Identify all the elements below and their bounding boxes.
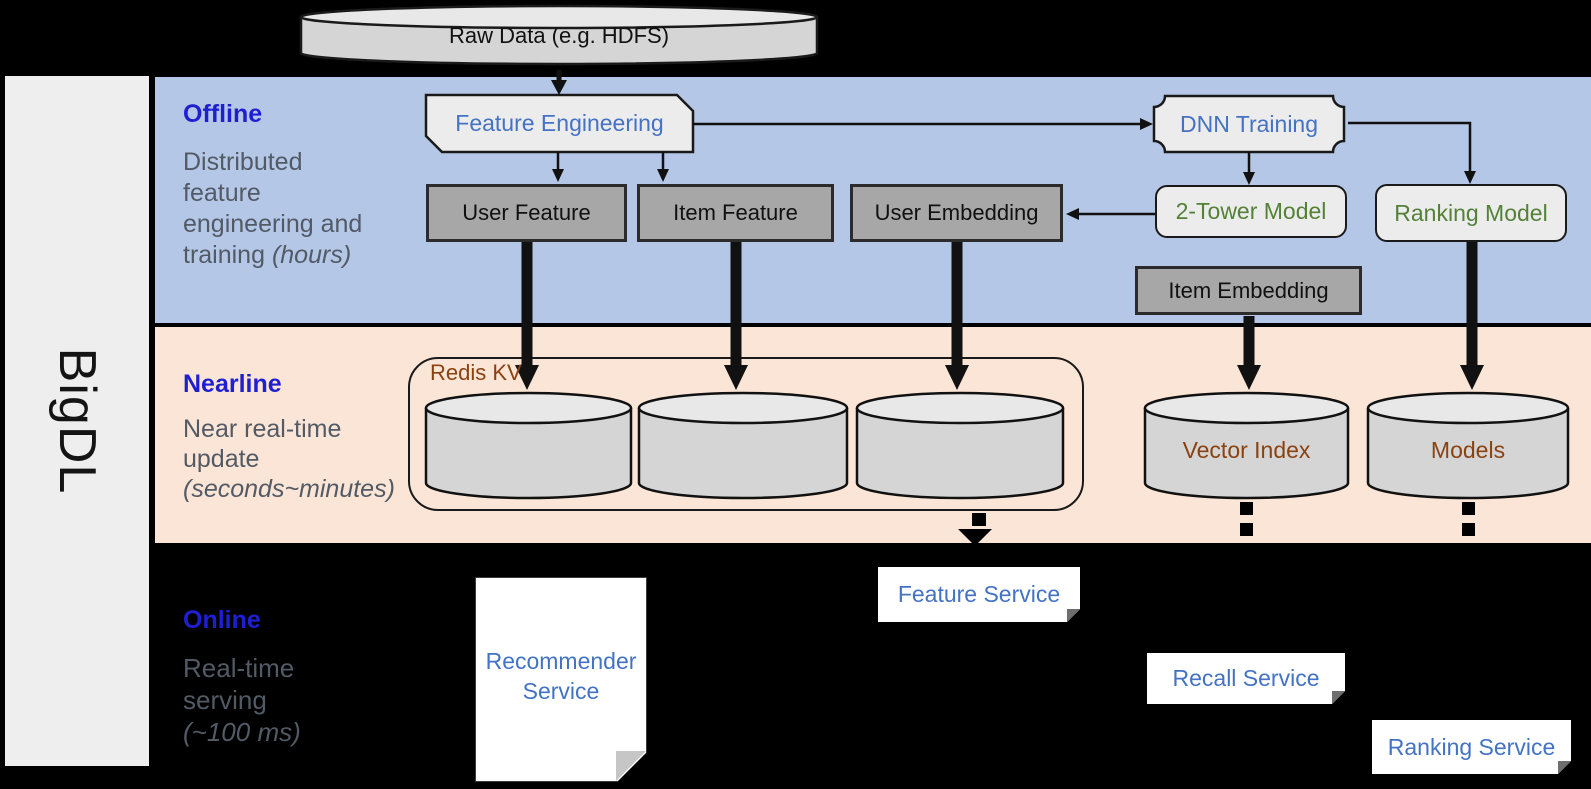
- models-cylinder: [1366, 391, 1570, 500]
- online-desc-line1: Real-time: [183, 653, 295, 683]
- recommender-service-line2: Service: [522, 678, 600, 704]
- dnn-training-label: DNN Training: [1179, 110, 1319, 137]
- nearline-description: Near real-time update (seconds~minutes): [183, 414, 395, 504]
- vector-index-label: Vector Index: [1182, 436, 1311, 463]
- thin-arrows: [551, 70, 1476, 220]
- offline-desc-line4-italic: (hours): [271, 241, 352, 269]
- online-description: Real-time serving (~100 ms): [183, 652, 301, 748]
- raw-data-cylinder-icon: [299, 4, 819, 66]
- offline-desc-line4-normal: training: [183, 241, 272, 269]
- user-embedding-box: User Embedding: [850, 184, 1063, 242]
- item-embedding-box: Item Embedding: [1135, 266, 1362, 315]
- online-desc-line3: (~100 ms): [183, 717, 301, 747]
- offline-title: Offline: [183, 100, 263, 128]
- dnn-training-shape: [1152, 94, 1346, 154]
- recall-service-box: Recall Service: [1147, 653, 1345, 704]
- models-dash-1: [1462, 502, 1475, 515]
- redis-kv-label: Redis KV: [430, 360, 522, 385]
- nearline-title: Nearline: [183, 370, 282, 398]
- nearline-desc-line2: update: [183, 445, 260, 473]
- nearline-desc-line3: (seconds~minutes): [183, 475, 395, 503]
- redis-to-featureservice-dash: [972, 513, 986, 526]
- offline-description: Distributed feature engineering and trai…: [183, 147, 362, 271]
- arrow-dnn-to-rankingmodel: [1348, 121, 1476, 184]
- nearline-desc-line1: Near real-time: [183, 415, 342, 443]
- feature-engineering-shape: [424, 93, 695, 154]
- online-desc-line2: serving: [183, 685, 267, 715]
- ranking-model-box: Ranking Model: [1375, 184, 1567, 242]
- online-title: Online: [183, 606, 261, 634]
- item-feature-box: Item Feature: [637, 184, 834, 242]
- models-label: Models: [1430, 436, 1506, 463]
- bigdl-sidebar: BigDL: [5, 76, 149, 766]
- vectorindex-dash-2: [1240, 523, 1253, 536]
- ranking-service-box: Ranking Service: [1372, 720, 1571, 774]
- dashed-connectors: [958, 502, 1475, 546]
- user-feature-box: User Feature: [426, 184, 627, 242]
- offline-desc-line2: feature: [183, 179, 261, 207]
- redis-cylinder-2: [637, 391, 849, 500]
- models-dash-2: [1462, 523, 1475, 536]
- feature-engineering-label: Feature Engineering: [455, 110, 664, 136]
- vectorindex-dash-1: [1240, 502, 1253, 515]
- offline-desc-line4: training (hours): [183, 240, 362, 271]
- recommender-service-doc: Recommender Service: [475, 577, 647, 782]
- thick-arrows: [515, 242, 1484, 390]
- feature-service-box: Feature Service: [878, 567, 1080, 622]
- redis-kv-container: [408, 357, 1084, 511]
- redis-cylinder-3: [855, 391, 1065, 500]
- raw-data-label: Raw Data (e.g. HDFS): [448, 23, 670, 48]
- redis-to-featureservice-arrowhead: [958, 529, 992, 546]
- offline-desc-line3: engineering and: [183, 210, 363, 238]
- vector-index-cylinder: [1143, 391, 1350, 500]
- offline-desc-line1: Distributed: [183, 148, 303, 176]
- redis-cylinder-1: [424, 391, 633, 500]
- recommender-service-line1: Recommender: [485, 648, 637, 674]
- two-tower-model-box: 2-Tower Model: [1155, 185, 1347, 238]
